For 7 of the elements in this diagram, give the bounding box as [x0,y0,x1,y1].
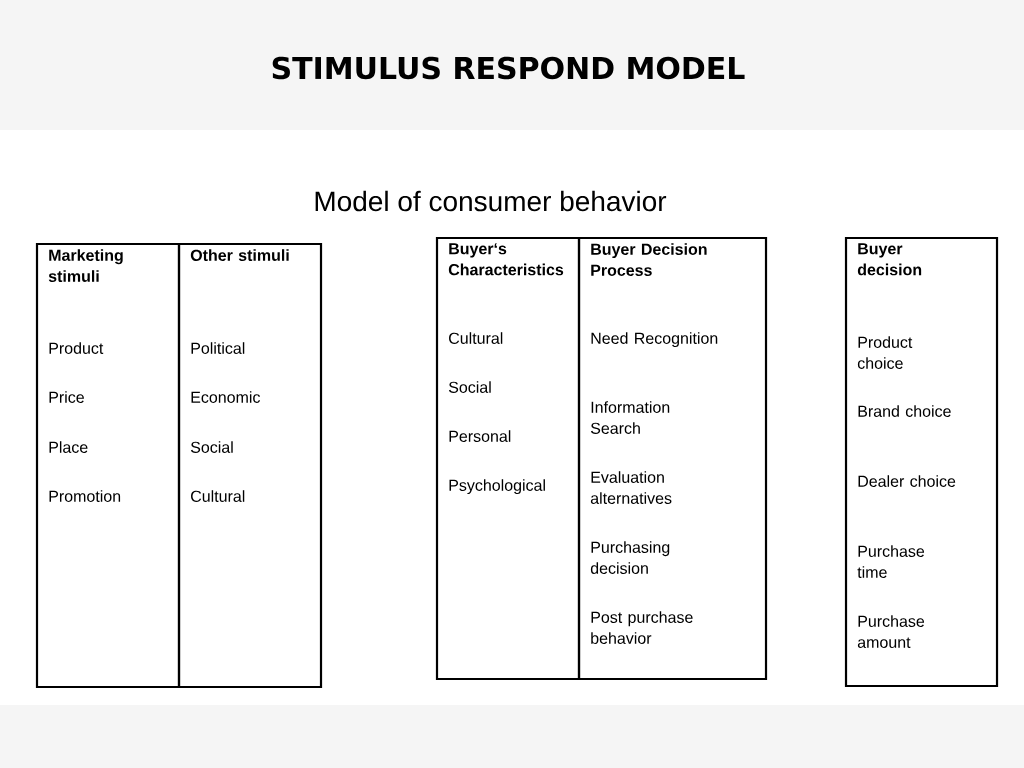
table-column: Buyer‘s Characteristics Cultural Social Personal Psychological [435,236,581,681]
subtitle: Model of consumer behavior [315,190,667,212]
table-column: Buyer decision Product choice Brand choice Dealer choice Purchase time Purchase amount [844,236,999,688]
table-column: Marketing stimuli Product Price Place Promotion [35,242,181,689]
table-column: Buyer Decision Process Need Recognition Information Search Evaluation alternatives Purchasing decision Post purchase behavior [577,236,768,681]
table-column: Other stimuli Political Economic Social Cultural [177,242,323,689]
slide-title: STIMULUS RESPOND MODEL [272,56,745,80]
